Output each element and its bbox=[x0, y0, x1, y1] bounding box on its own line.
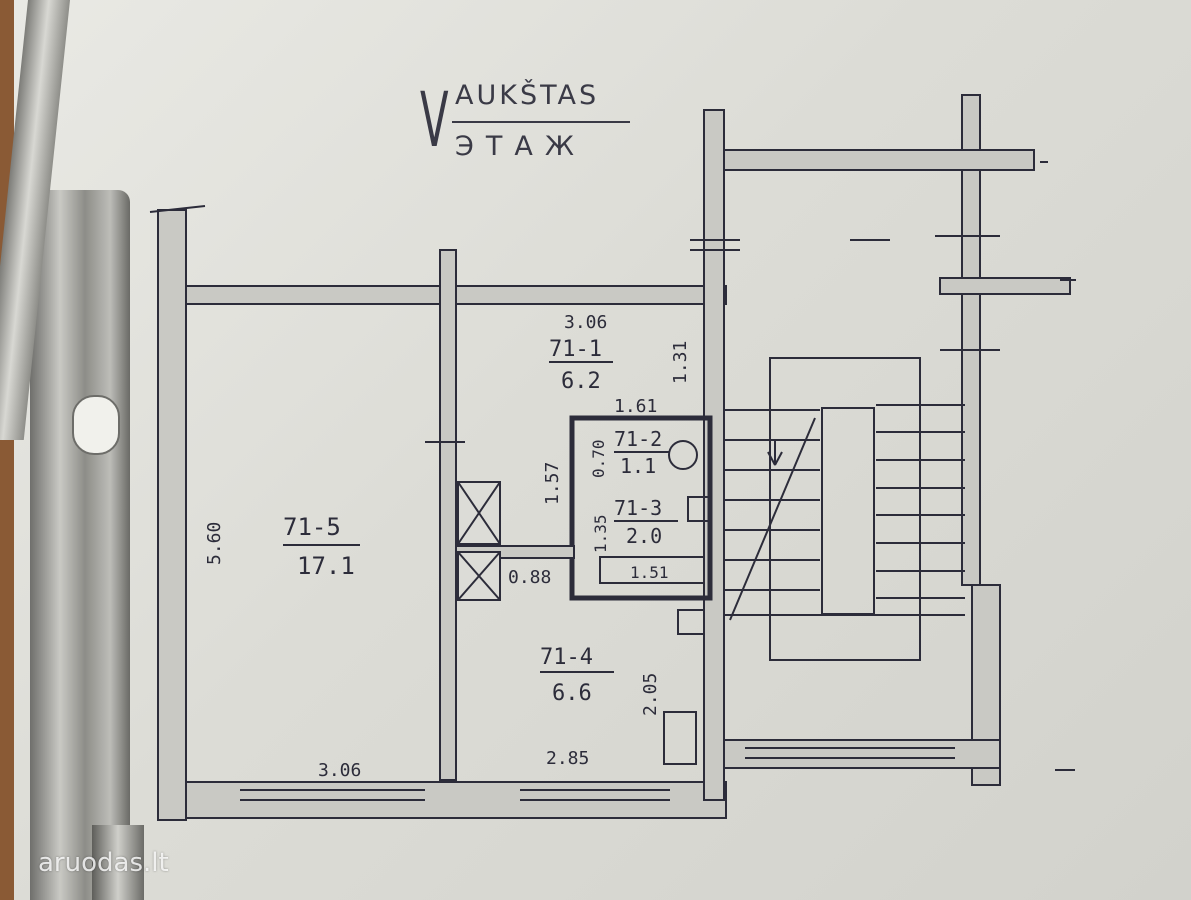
dim-205: 2.05 bbox=[640, 673, 661, 716]
wall-interior-1 bbox=[439, 249, 457, 781]
dim-560: 5.60 bbox=[204, 522, 225, 565]
stair-arrow bbox=[729, 417, 816, 621]
floor-mark: V bbox=[420, 75, 449, 164]
watermark-logo: aruodas.lt bbox=[38, 848, 169, 878]
dim-135: 1.35 bbox=[591, 514, 610, 553]
dim-070: 0.70 bbox=[589, 439, 608, 478]
stair-well bbox=[821, 407, 875, 615]
room-71-4-id: 71-4 bbox=[540, 645, 593, 670]
dim-306-bottom: 3.06 bbox=[318, 760, 361, 781]
stamp-line-etazh: ЭТАЖ bbox=[455, 131, 586, 162]
wall-right bbox=[703, 109, 725, 801]
binder-clip bbox=[30, 190, 130, 900]
vent-cross-1 bbox=[457, 481, 501, 545]
room-71-5-area: 17.1 bbox=[297, 552, 355, 580]
room-71-4-area: 6.6 bbox=[552, 681, 592, 706]
wall-stair-bottom bbox=[723, 739, 1001, 769]
room-71-3-id: 71-3 bbox=[614, 496, 662, 520]
binder-bottom-clip bbox=[92, 825, 144, 900]
vent-cross-2 bbox=[457, 551, 501, 601]
dim-161: 1.61 bbox=[614, 396, 657, 417]
room-71-2-id: 71-2 bbox=[614, 427, 662, 451]
wall-top-right bbox=[723, 149, 1035, 171]
sink-fixture bbox=[663, 711, 697, 765]
wall-right-arm bbox=[939, 277, 1071, 295]
room-71-5-id: 71-5 bbox=[283, 513, 341, 541]
window-1 bbox=[240, 789, 425, 801]
dim-131: 1.31 bbox=[670, 341, 691, 384]
dim-157: 1.57 bbox=[542, 462, 563, 505]
toilet-fixture bbox=[668, 440, 698, 470]
stair-steps bbox=[724, 404, 965, 616]
stamp-line-aukstas: AUKŠTAS bbox=[455, 80, 600, 111]
stair-outer bbox=[769, 357, 921, 661]
binder-ring bbox=[72, 395, 120, 455]
room-71-1-area: 6.2 bbox=[561, 369, 601, 394]
dim-285: 2.85 bbox=[546, 748, 589, 769]
ticks bbox=[149, 161, 1076, 771]
wall-left bbox=[157, 209, 187, 821]
window-stair bbox=[745, 747, 955, 759]
dim-306-top: 3.06 bbox=[564, 312, 607, 333]
bath-fixture bbox=[599, 556, 705, 584]
stove-fixture bbox=[677, 609, 705, 635]
stamp-divider bbox=[452, 121, 630, 123]
window-2 bbox=[520, 789, 670, 801]
room-71-2-area: 1.1 bbox=[620, 454, 656, 478]
room-71-3-area: 2.0 bbox=[626, 524, 662, 548]
wc-fixture bbox=[687, 496, 711, 522]
room-71-1-id: 71-1 bbox=[549, 337, 602, 362]
dim-088: 0.88 bbox=[508, 567, 551, 588]
dim-151: 1.51 bbox=[630, 563, 669, 582]
